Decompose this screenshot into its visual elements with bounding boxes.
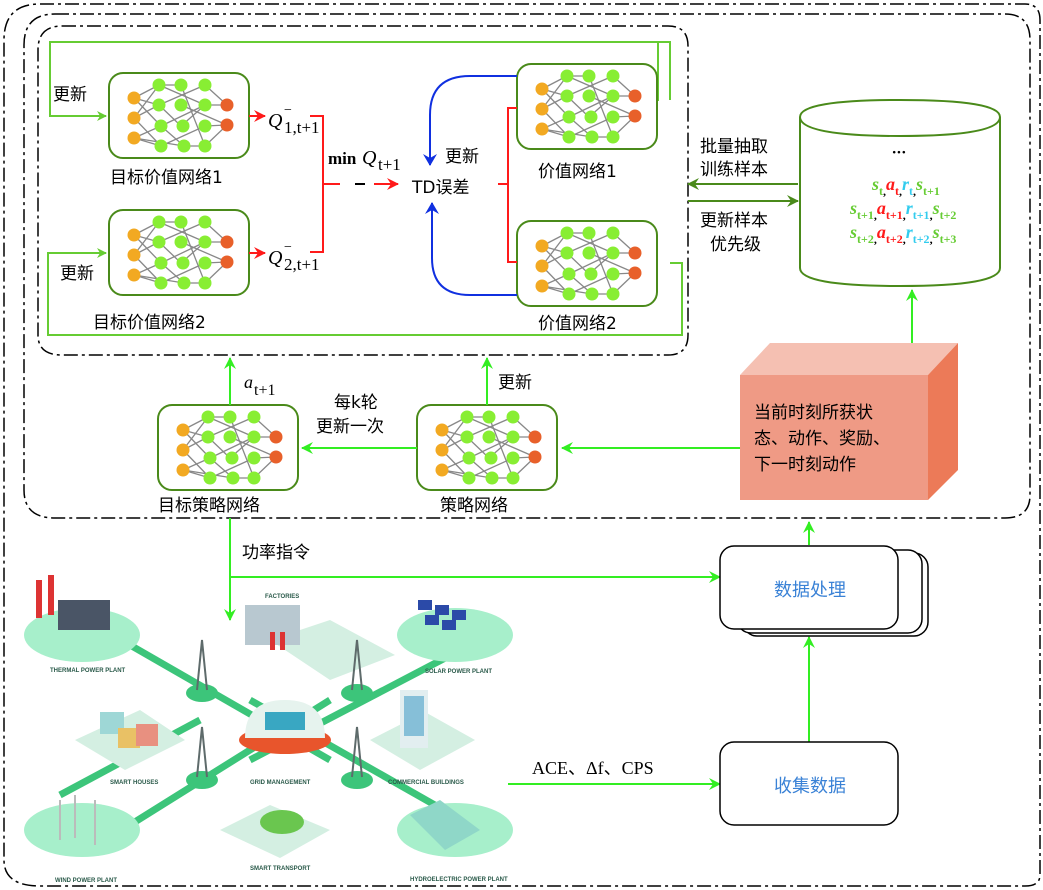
svg-text:2,t+1: 2,t+1 [284,255,320,274]
data-processing-box[interactable] [719,545,929,637]
state-box [740,343,958,500]
policy-update-label: 更新 [498,373,532,393]
critic-frame [37,25,689,356]
power-command-label: 功率指令 [242,543,310,563]
target-value-network-1-label: 目标价值网络1 [110,168,223,188]
buffer-rows: st,at,rt,st+1st+1,at+1,rt+1,st+2st+2,at+… [849,174,956,246]
svg-text:min: min [328,149,357,168]
grid-label-transport: SMART TRANSPORT [250,866,311,872]
q1-label: Q − 1,t+1 [268,103,320,137]
grid-label-smart-houses: SMART HOUSES [110,780,158,786]
outer-frame [3,3,1041,887]
grid-label-hydro: HYDROELECTRIC POWER PLANT [410,877,508,883]
svg-text:Q: Q [268,247,283,269]
update-loop-top [49,41,671,121]
svg-text:1,t+1: 1,t+1 [284,118,320,137]
power-grid-illustration [24,575,513,858]
every-k-label-2: 更新一次 [316,417,384,437]
policy-network-label: 策略网络 [440,496,508,516]
value-network-1-label: 价值网络1 [538,162,617,182]
buffer-row: st+2,at+2,rt+2,st+3 [849,222,956,246]
q2-label: Q − 2,t+1 [268,240,320,274]
svg-text:Q: Q [268,110,283,132]
svg-text:t+1: t+1 [254,382,275,399]
data-processing-label: 数据处理 [774,580,846,601]
collect-data-label: 收集数据 [774,776,846,797]
update-label-bottom: 更新 [60,264,94,284]
batch-sample-label-2: 训练样本 [700,160,768,180]
buffer-ellipsis: ··· [892,145,907,161]
grid-label-wind: WIND POWER PLANT [55,878,117,884]
batch-sample-label-1: 批量抽取 [700,137,768,157]
min-q-label: min Q t+1 [328,147,401,174]
agent-frame [23,13,1031,519]
grid-label-grid-management: GRID MANAGEMENT [250,780,311,786]
target-policy-network-label: 目标策略网络 [158,496,260,516]
td-update-arrow-bottom [425,202,517,296]
td-update-arrow-top [423,75,517,166]
grid-label-solar: SOLAR POWER PLANT [425,669,492,675]
replay-buffer [799,98,1001,288]
buffer-row: st,at,rt,st+1 [871,174,940,198]
svg-text:a: a [244,372,253,392]
update-label-top: 更新 [53,85,87,105]
grid-label-commercial: COMMERCIAL BUILDINGS [388,780,464,786]
svg-text:−: − [284,103,292,118]
every-k-label-1: 每k轮 [334,393,378,413]
grid-label-thermal: THERMAL POWER PLANT [50,668,126,674]
update-priority-label-2: 优先级 [710,235,761,255]
state-box-line-3: 下一时刻动作 [754,455,856,475]
buffer-row: st+1,at+1,rt+1,st+2 [849,198,956,222]
svg-text:t+1: t+1 [378,155,401,174]
td-error-label: TD误差 [411,178,469,198]
update-priority-label-1: 更新样本 [700,211,768,231]
target-value-network-2-label: 目标价值网络2 [93,313,206,333]
signals-label: ACE、Δf、CPS [532,758,654,778]
value-network-2-label: 价值网络2 [538,314,617,334]
svg-text:−: − [284,240,292,255]
collect-data-box[interactable] [719,741,899,826]
grid-label-factories: FACTORIES [265,594,299,600]
update-loop-bottom [47,248,683,336]
state-box-line-1: 当前时刻所获状 [754,403,873,423]
state-box-line-2: 态、动作、奖励、 [754,429,890,449]
td-update-label: 更新 [445,147,479,167]
svg-text:Q: Q [362,147,377,169]
a-t1-label: a t+1 [244,372,275,399]
